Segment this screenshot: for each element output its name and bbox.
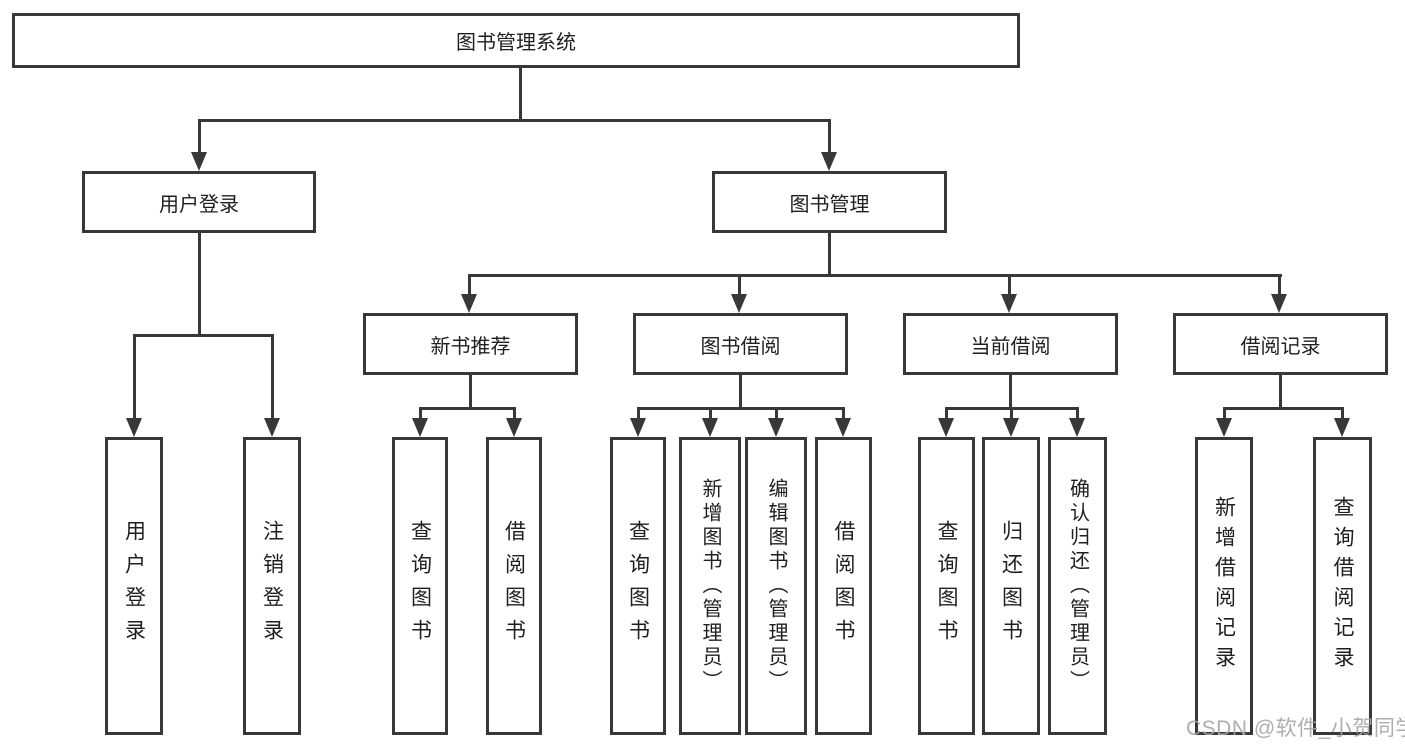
- node-book-borrow: 图书借阅: [633, 313, 848, 375]
- node-current-borrow: 当前借阅: [903, 313, 1118, 375]
- connector-line-v: [842, 407, 845, 418]
- connector-line-h: [419, 407, 516, 410]
- arrowhead-down-icon: [821, 152, 837, 171]
- arrowhead-down-icon: [1003, 418, 1019, 437]
- arrowhead-down-icon: [461, 294, 477, 313]
- connector-line-v: [468, 274, 471, 294]
- arrowhead-down-icon: [938, 418, 954, 437]
- leaf-logout: 注销登录: [243, 437, 301, 735]
- arrowhead-down-icon: [768, 418, 784, 437]
- leaf-bb-query-books: 查询图书: [610, 437, 666, 735]
- connector-line-v: [1076, 407, 1079, 418]
- arrowhead-down-icon: [1069, 418, 1085, 437]
- leaf-user-login: 用户登录: [105, 437, 163, 735]
- connector-line-v: [519, 68, 522, 120]
- node-root: 图书管理系统: [12, 13, 1020, 68]
- arrowhead-down-icon: [731, 294, 747, 313]
- connector-line-v: [1278, 274, 1281, 294]
- arrowhead-down-icon: [835, 418, 851, 437]
- arrowhead-down-icon: [191, 152, 207, 171]
- csdn-watermark: CSDN @软件_小贺同学: [1186, 717, 1405, 740]
- leaf-cb-return-books: 归还图书: [982, 437, 1040, 735]
- arrowhead-down-icon: [1001, 294, 1017, 313]
- node-user-login: 用户登录: [82, 171, 316, 233]
- arrowhead-down-icon: [264, 418, 280, 437]
- leaf-rec-query-books: 查询图书: [392, 437, 448, 735]
- connector-line-h: [637, 407, 844, 410]
- connector-line-v: [419, 407, 422, 418]
- leaf-cb-query-books: 查询图书: [918, 437, 975, 735]
- connector-line-v: [945, 407, 948, 418]
- connector-line-h: [198, 119, 831, 122]
- connector-line-v: [1341, 407, 1344, 418]
- connector-line-v: [1279, 375, 1282, 408]
- leaf-bb-add-books-admin: 新增图书（管理员）: [679, 437, 741, 735]
- arrowhead-down-icon: [1334, 418, 1350, 437]
- leaf-rec-borrow-books: 借阅图书: [486, 437, 542, 735]
- connector-line-v: [738, 274, 741, 294]
- arrowhead-down-icon: [1271, 294, 1287, 313]
- leaf-br-add-record: 新增借阅记录: [1195, 437, 1253, 735]
- connector-line-v: [775, 407, 778, 418]
- connector-line-v: [709, 407, 712, 418]
- arrowhead-down-icon: [630, 418, 646, 437]
- connector-line-v: [198, 233, 201, 337]
- node-book-management: 图书管理: [712, 171, 947, 233]
- leaf-bb-edit-books-admin: 编辑图书（管理员）: [745, 437, 807, 735]
- connector-line-v: [1008, 274, 1011, 294]
- leaf-bb-borrow-books: 借阅图书: [815, 437, 872, 735]
- arrowhead-down-icon: [702, 418, 718, 437]
- connector-line-v: [271, 334, 274, 418]
- connector-line-v: [133, 334, 136, 418]
- connector-line-v: [513, 407, 516, 418]
- arrowhead-down-icon: [412, 418, 428, 437]
- connector-line-v: [828, 233, 831, 274]
- arrowhead-down-icon: [126, 418, 142, 437]
- connector-line-v: [828, 119, 831, 153]
- leaf-cb-confirm-return-admin: 确认归还（管理员）: [1048, 437, 1107, 735]
- connector-line-v: [1223, 407, 1226, 418]
- leaf-br-query-record: 查询借阅记录: [1313, 437, 1372, 735]
- connector-line-v: [198, 119, 201, 153]
- node-borrow-record: 借阅记录: [1173, 313, 1388, 375]
- connector-line-h: [133, 334, 274, 337]
- connector-line-v: [469, 375, 472, 408]
- connector-line-h: [468, 274, 1282, 277]
- node-new-book-recommend: 新书推荐: [363, 313, 578, 375]
- arrowhead-down-icon: [1216, 418, 1232, 437]
- connector-line-v: [1010, 407, 1013, 418]
- connector-line-v: [1009, 375, 1012, 408]
- arrowhead-down-icon: [506, 418, 522, 437]
- connector-line-v: [637, 407, 640, 418]
- connector-line-h: [1223, 407, 1343, 410]
- connector-line-v: [739, 375, 742, 408]
